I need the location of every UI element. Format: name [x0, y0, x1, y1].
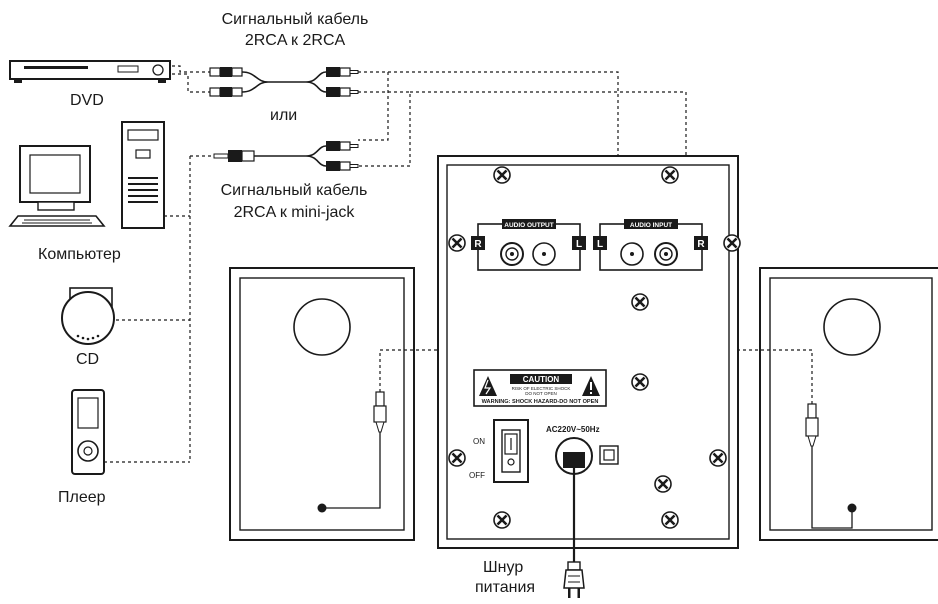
output-l-marker: L	[576, 239, 582, 250]
power-cord	[563, 468, 585, 598]
caution-line-2: DO NOT OPEN	[525, 391, 556, 396]
power-rating-label: AC220V~50Hz	[546, 425, 600, 434]
output-r-marker: R	[474, 239, 482, 250]
dvd-label: DVD	[70, 92, 104, 109]
minijack-cable-label-line-2: 2RCA к mini-jack	[233, 204, 355, 221]
right-speaker-plug	[805, 403, 819, 447]
cd-player-icon	[61, 287, 115, 345]
signal-lines	[104, 71, 687, 463]
audio-input-label: AUDIO INPUT	[630, 222, 672, 229]
caution-title: CAUTION	[523, 375, 560, 384]
computer-label: Компьютер	[38, 246, 121, 263]
power-cord-label-line-1: Шнур	[483, 559, 524, 576]
input-l-marker: L	[597, 239, 603, 250]
cd-label: CD	[76, 351, 100, 368]
dvd-rca-cable	[172, 65, 359, 97]
left-speaker	[229, 258, 511, 541]
caution-warning: WARNING: SHOCK HAZARD-DO NOT OPEN	[482, 399, 599, 405]
or-label: или	[270, 107, 298, 124]
minijack-cable	[190, 141, 359, 171]
caution-line-1: RISK OF ELECTRIC SHOCK	[512, 386, 571, 391]
switch-off-label: OFF	[469, 471, 485, 480]
computer-icon	[8, 121, 165, 229]
player-label: Плеер	[58, 489, 106, 506]
input-r-marker: R	[697, 239, 705, 250]
switch-on-label: ON	[473, 437, 485, 446]
subwoofer-back-panel	[437, 155, 742, 549]
minijack-cable-label-line-1: Сигнальный кабель	[220, 182, 368, 199]
left-speaker-plug	[373, 391, 387, 433]
rca-cable-label-line-1: Сигнальный кабель	[221, 11, 369, 28]
audio-output-label: AUDIO OUTPUT	[504, 222, 554, 229]
rca-cable-label-line-2: 2RCA к 2RCA	[244, 32, 346, 49]
right-speaker	[543, 258, 938, 541]
mp3-player-icon	[71, 389, 105, 475]
dvd-player-icon	[9, 60, 171, 83]
power-cord-label-line-2: питания	[475, 579, 536, 596]
